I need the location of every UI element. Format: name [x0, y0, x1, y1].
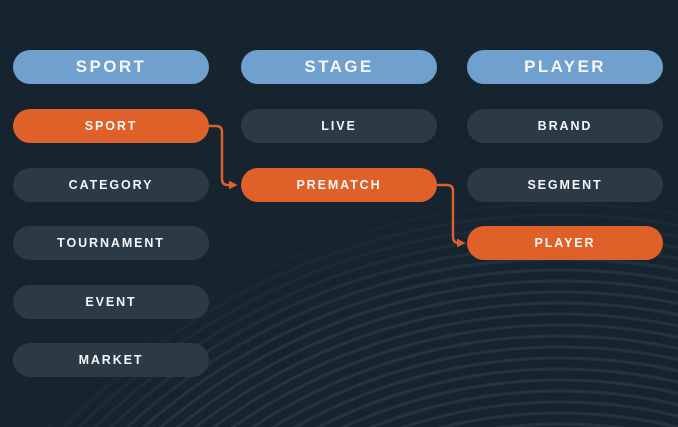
- arrow-right-icon: [229, 180, 238, 190]
- node-segment: SEGMENT: [467, 168, 663, 202]
- node-sport: SPORT: [13, 109, 209, 143]
- node-player: PLAYER: [467, 226, 663, 260]
- node-market: MARKET: [13, 343, 209, 377]
- arrow-right-icon: [457, 238, 466, 248]
- column-header-player: PLAYER: [467, 50, 663, 84]
- node-live: LIVE: [241, 109, 437, 143]
- column-header-sport: SPORT: [13, 50, 209, 84]
- node-event: EVENT: [13, 285, 209, 319]
- connector-prematch-to-player: [436, 183, 466, 248]
- column-header-stage: STAGE: [241, 50, 437, 84]
- node-category: CATEGORY: [13, 168, 209, 202]
- connector-sport-to-prematch: [207, 124, 238, 190]
- node-prematch: PREMATCH: [241, 168, 437, 202]
- node-tournament: TOURNAMENT: [13, 226, 209, 260]
- node-brand: BRAND: [467, 109, 663, 143]
